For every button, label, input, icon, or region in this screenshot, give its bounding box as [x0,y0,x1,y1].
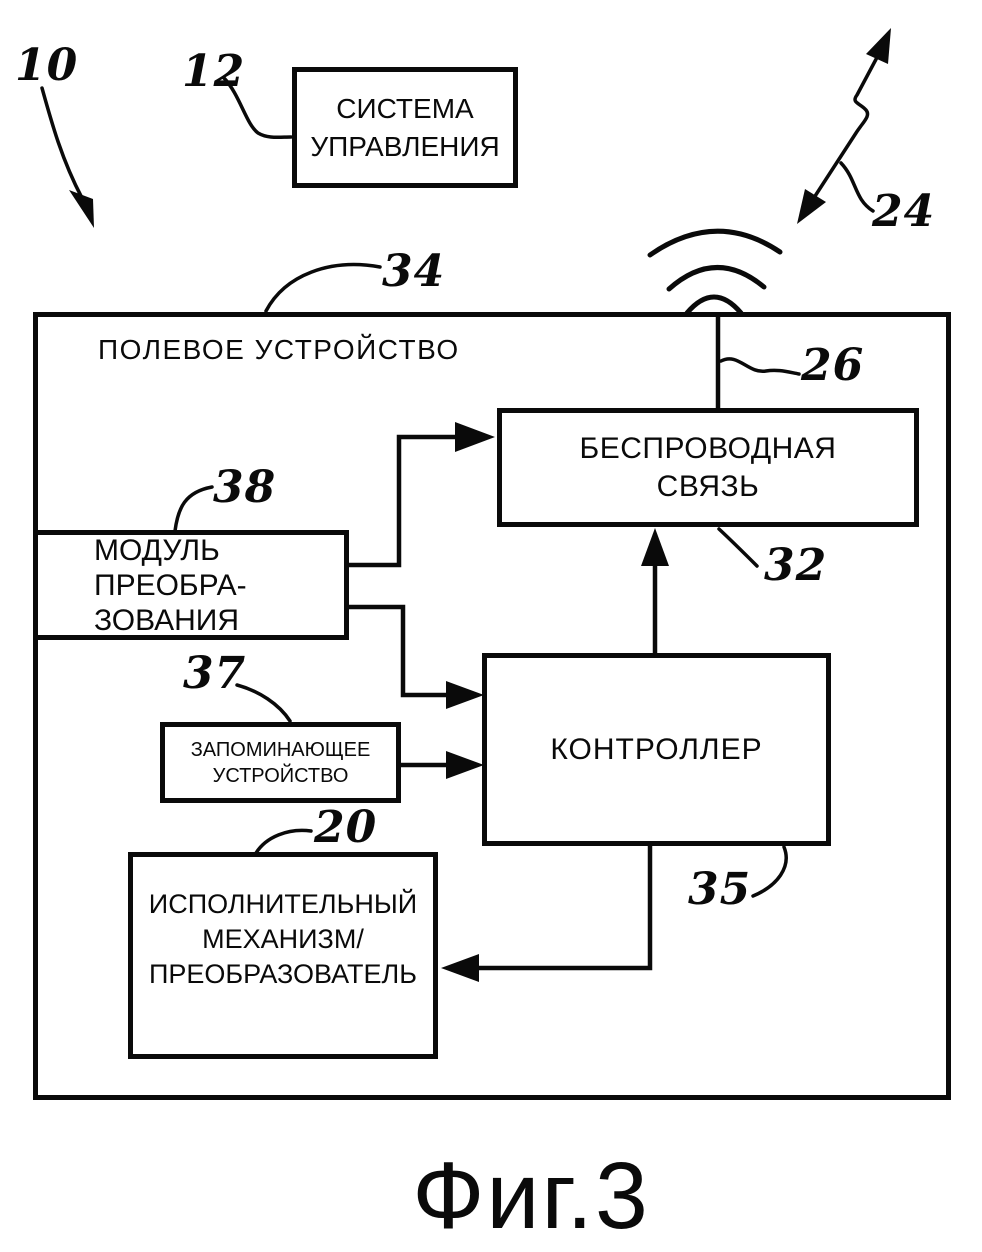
controller-box: КОНТРОЛЛЕР [482,653,831,846]
ref-26-antenna: 26 [801,340,865,391]
ref-38-conversion-module: 38 [213,462,277,513]
conn-memory-to-controller [400,751,484,779]
conversion-module-box: МОДУЛЬ ПРЕОБРА- ЗОВАНИЯ [33,530,349,640]
ref-12-leader [222,76,293,140]
ref-24-leader [839,161,875,213]
field-device-label: ПОЛЕВОЕ УСТРОЙСТВО [98,334,460,365]
actuator-transducer-box: ИСПОЛНИТЕЛЬНЫЙ МЕХАНИЗМ/ ПРЕОБРАЗОВАТЕЛЬ [128,852,438,1059]
ref-24-wireless-link: 24 [872,186,936,237]
wireless-communication-box: БЕСПРОВОДНАЯ СВЯЗЬ [497,408,919,527]
conn-module-to-wireless [348,422,495,568]
conn-controller-to-actuator [441,845,653,982]
system-pointer-arrow [40,86,94,228]
wireless-link-arrow [797,28,891,224]
ref-34-field-device: 34 [382,246,446,297]
ref-35-controller: 35 [688,864,752,915]
ref-32-wireless: 32 [764,540,828,591]
antenna-waves-icon [647,228,783,316]
ref-37-memory: 37 [183,648,247,699]
memory-device-box: ЗАПОМИНАЮЩЕЕ УСТРОЙСТВО [160,722,401,803]
ref-32-leader [717,527,759,568]
ref-34-leader [264,262,382,313]
conn-controller-to-wireless [641,528,669,653]
ref-12-control-system: 12 [182,46,246,97]
ref-10-system: 10 [15,40,79,91]
ref-37-leader [235,683,292,723]
conn-module-to-controller [348,604,484,709]
figure-caption: Фиг.3 [412,1143,650,1249]
control-system-box: СИСТЕМА УПРАВЛЕНИЯ [292,67,518,188]
ref-26-leader [719,357,801,376]
ref-20-leader [254,828,313,855]
ref-35-leader [751,845,788,898]
ref-38-leader [173,485,214,533]
ref-20-actuator: 20 [314,802,378,853]
